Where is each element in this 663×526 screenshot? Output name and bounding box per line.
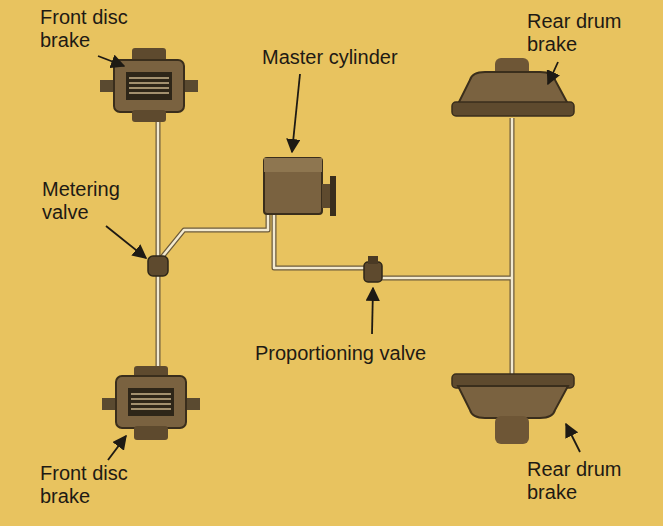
brake-lines xyxy=(158,118,512,378)
rear-drum-brake xyxy=(452,374,574,444)
leader-arrows xyxy=(98,56,580,460)
part-label: Front disc brake xyxy=(40,462,150,508)
part-label: Front disc brake xyxy=(40,6,150,52)
part-label: Proportioning valve xyxy=(255,342,495,365)
rear-drum-brake xyxy=(452,58,574,116)
front-disc-caliper xyxy=(102,366,200,440)
part-label: Master cylinder xyxy=(262,46,462,69)
proportioning-valve xyxy=(364,256,382,282)
part-label: Rear drum brake xyxy=(527,10,647,56)
master-cylinder xyxy=(264,158,336,216)
part-label: Metering valve xyxy=(42,178,152,224)
front-disc-caliper xyxy=(100,48,198,122)
part-label: Rear drum brake xyxy=(527,458,647,504)
metering-valve xyxy=(148,256,168,276)
